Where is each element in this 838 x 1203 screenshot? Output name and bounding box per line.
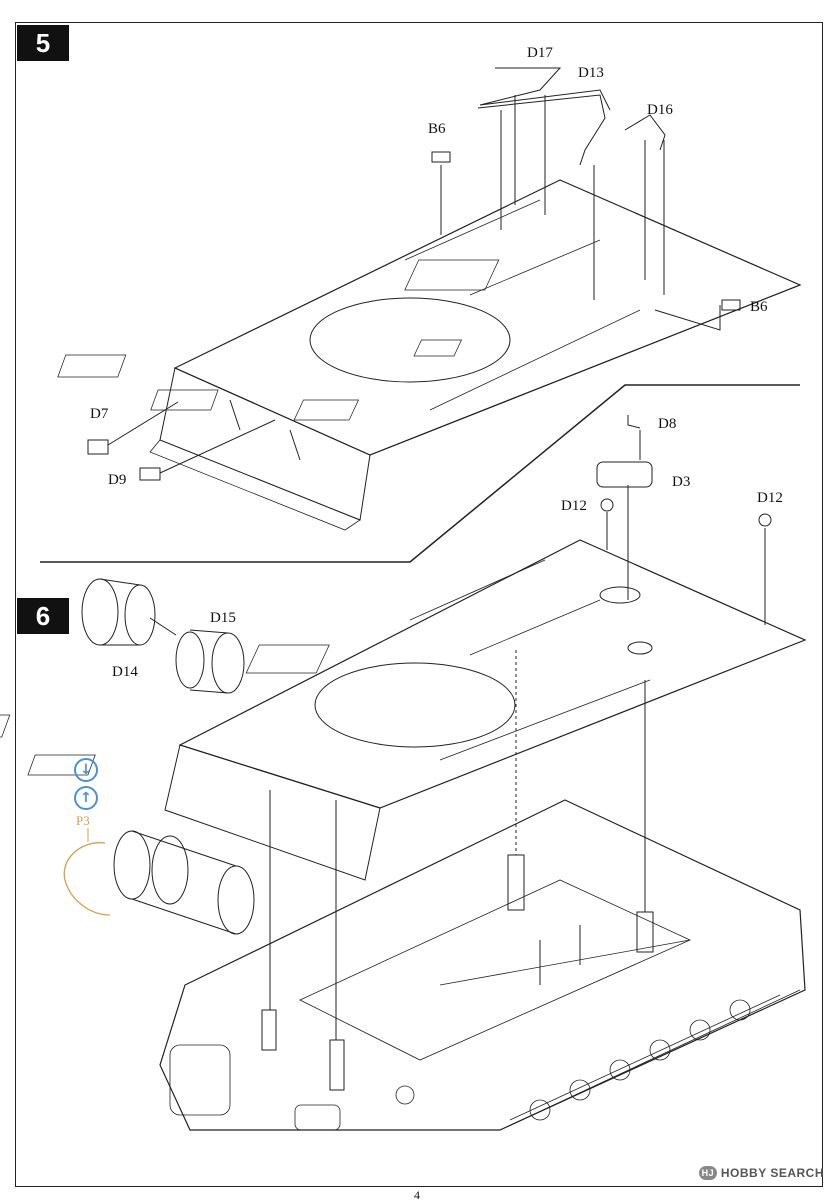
mufflers — [81, 578, 255, 935]
label-d16: D16 — [647, 102, 673, 118]
label-d7: D7 — [90, 406, 109, 422]
label-d12-left: D12 — [561, 498, 587, 514]
label-p3: P3 — [76, 813, 90, 828]
label-d14: D14 — [112, 664, 138, 680]
step6-turret-ring — [314, 662, 516, 748]
step5-grilles — [57, 199, 641, 421]
label-d8: D8 — [658, 416, 677, 432]
step6-parts — [596, 415, 772, 625]
step-6-badge: 6 — [17, 598, 69, 634]
hull — [159, 650, 806, 1131]
label-d3: D3 — [672, 474, 691, 490]
p3-guide-line — [63, 842, 111, 916]
hobby-search-logo-icon: HJ — [698, 1166, 717, 1180]
step5-parts — [87, 67, 741, 481]
label-d9: D9 — [108, 472, 127, 488]
label-b6-top: B6 — [428, 121, 446, 137]
watermark: HJ HOBBY SEARCH — [698, 1166, 824, 1180]
arrow-up-circle-icon: ↑ — [74, 786, 98, 810]
page-frame — [15, 22, 823, 1187]
label-b6-right: B6 — [750, 299, 768, 315]
step-5-badge: 5 — [17, 25, 69, 61]
step5-turret-ring — [309, 297, 511, 383]
watermark-text: HOBBY SEARCH — [720, 1166, 824, 1180]
label-d13: D13 — [578, 65, 604, 81]
label-d12-right: D12 — [757, 490, 783, 506]
label-d17: D17 — [527, 45, 553, 61]
arrow-down-circle-icon: ↓ — [74, 758, 98, 782]
step6-engine-deck — [0, 539, 807, 881]
label-d15: D15 — [210, 610, 236, 626]
step5-engine-deck — [57, 179, 802, 531]
page-number: 4 — [414, 1188, 420, 1202]
step-divider — [40, 384, 800, 563]
